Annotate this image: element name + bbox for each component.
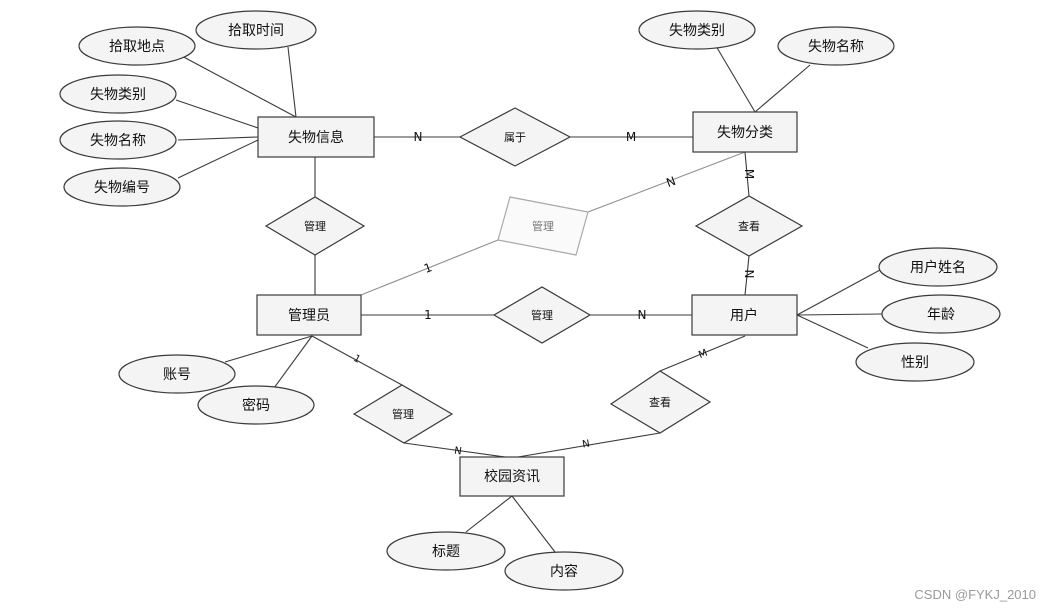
line-title: [465, 495, 513, 533]
attribute-cat-name[interactable]: 失物名称: [777, 26, 895, 66]
line-pickup-time: [287, 46, 297, 118]
cardinality-belongs-category: M: [626, 130, 636, 144]
attribute-pickup-time[interactable]: 拾取时间: [195, 10, 317, 50]
attribute-user-name-label: 用户姓名: [910, 259, 966, 276]
relationship-belongs[interactable]: 属于: [458, 107, 572, 167]
line-user-name: [796, 269, 881, 316]
attribute-info-name-label: 失物名称: [90, 133, 146, 149]
relationship-manage-category-label: 管理: [532, 219, 554, 233]
attribute-pickup-place-label: 拾取地点: [109, 39, 165, 55]
entity-lost-item-info[interactable]: 失物信息: [257, 116, 375, 158]
cardinality-user-view-category: N: [742, 270, 756, 279]
line-cat-name: [754, 64, 811, 113]
relationship-manage-news-label: 管理: [392, 407, 414, 421]
attribute-account-label: 账号: [163, 367, 191, 383]
relationship-manage-user[interactable]: 管理: [492, 286, 592, 344]
line-account: [224, 335, 313, 363]
cardinality-labels: N M 1 N M N 1 N M N 1 N: [351, 130, 756, 457]
entity-admin-label: 管理员: [288, 308, 330, 324]
attribute-cat-category[interactable]: 失物类别: [638, 10, 756, 50]
attribute-password[interactable]: 密码: [197, 385, 315, 425]
line-password: [273, 335, 313, 389]
cardinality-category-from-admin: N: [664, 174, 677, 190]
cardinality-news-from-admin: N: [453, 446, 462, 458]
attribute-info-number[interactable]: 失物编号: [63, 167, 181, 207]
relationship-manage-news[interactable]: 管理: [352, 384, 454, 444]
attribute-age[interactable]: 年龄: [881, 294, 1001, 334]
cardinality-belongs-info: N: [414, 130, 423, 144]
line-pickup-place: [177, 53, 297, 118]
relationship-belongs-label: 属于: [504, 131, 526, 144]
line-info-number: [177, 139, 259, 179]
relationship-manage-info-label: 管理: [304, 219, 326, 233]
attribute-user-name[interactable]: 用户姓名: [878, 247, 998, 287]
attribute-password-label: 密码: [242, 397, 270, 414]
line-user-gender: [796, 314, 869, 349]
attribute-title-label: 标题: [432, 544, 460, 560]
attribute-cat-name-label: 失物名称: [808, 39, 864, 55]
entity-lost-item-category-label: 失物分类: [717, 125, 773, 141]
attribute-content-label: 内容: [550, 563, 578, 580]
attribute-pickup-place[interactable]: 拾取地点: [78, 26, 196, 66]
entity-lost-item-info-label: 失物信息: [288, 129, 344, 146]
attribute-gender[interactable]: 性别: [855, 342, 975, 382]
relationship-manage-user-label: 管理: [531, 308, 553, 322]
relationship-view-news[interactable]: 查看: [609, 370, 712, 434]
attribute-info-name[interactable]: 失物名称: [59, 120, 177, 160]
line-faded-manage-category: [587, 151, 746, 213]
relationship-view-news-label: 查看: [649, 395, 671, 409]
attribute-cat-category-label: 失物类别: [669, 23, 725, 39]
watermark: CSDN @FYKJ_2010: [914, 587, 1036, 602]
line-view-user: [744, 255, 750, 296]
line-info-category: [175, 99, 259, 129]
attribute-account[interactable]: 账号: [118, 354, 236, 394]
line-content: [511, 495, 556, 553]
attribute-info-number-label: 失物编号: [94, 180, 150, 196]
line-manage-news: [403, 442, 513, 459]
line-user-age: [796, 313, 883, 316]
entity-admin[interactable]: 管理员: [256, 294, 362, 336]
entity-user[interactable]: 用户: [691, 294, 798, 336]
connector-lines: [175, 45, 883, 553]
entity-campus-news[interactable]: 校园资讯: [459, 456, 565, 497]
entity-campus-news-label: 校园资讯: [484, 468, 540, 485]
cardinality-user-admin: N: [638, 308, 647, 322]
cardinality-admin-to-category: 1: [422, 260, 434, 276]
line-user-view-news: [659, 335, 746, 372]
attribute-pickup-time-label: 拾取时间: [228, 23, 284, 39]
relationship-manage-category[interactable]: 管理: [497, 196, 589, 256]
line-category-view: [744, 151, 750, 197]
line-view-news: [511, 432, 661, 459]
cardinality-user-view-news: M: [697, 348, 709, 361]
relationship-view-category[interactable]: 查看: [694, 195, 804, 257]
relationship-manage-info[interactable]: 管理: [264, 196, 366, 256]
line-admin-manage-news: [311, 335, 403, 386]
line-cat-category: [715, 45, 756, 113]
attribute-info-category-label: 失物类别: [90, 87, 146, 103]
cardinality-admin-manage-news: 1: [351, 353, 362, 366]
line-admin-faded-manage: [360, 239, 499, 296]
attribute-title[interactable]: 标题: [386, 531, 506, 571]
cardinality-admin-user: 1: [424, 308, 432, 322]
attribute-gender-label: 性别: [901, 355, 929, 371]
cardinality-category-view: M: [742, 169, 756, 179]
cardinality-news-from-user: N: [581, 438, 590, 450]
entity-lost-item-category[interactable]: 失物分类: [692, 111, 798, 153]
attribute-content[interactable]: 内容: [504, 551, 624, 591]
attribute-age-label: 年龄: [927, 307, 955, 323]
attribute-info-category[interactable]: 失物类别: [59, 74, 177, 114]
entity-user-label: 用户: [730, 307, 758, 324]
relationship-view-category-label: 查看: [738, 219, 760, 233]
line-info-name: [177, 136, 259, 141]
